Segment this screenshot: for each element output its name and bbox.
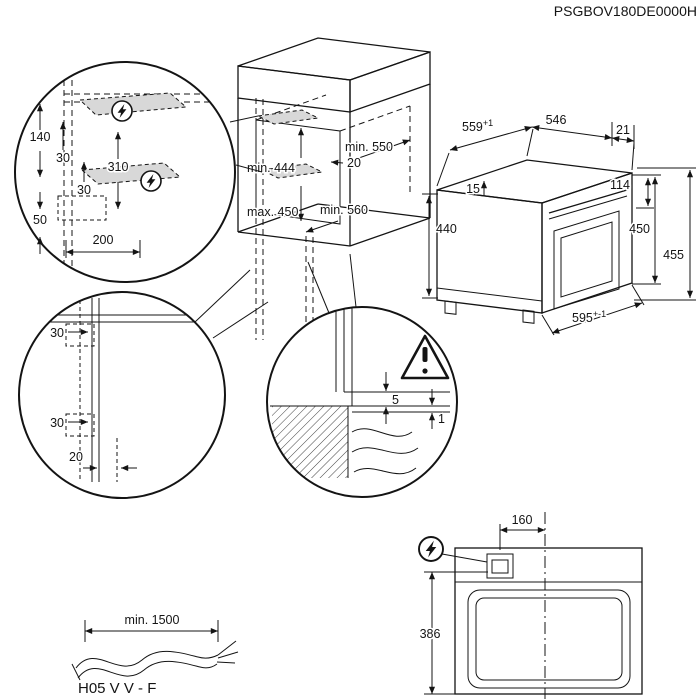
dim-30-bottom: 30 [77, 183, 91, 197]
dim-width-front: 595+-1 [572, 309, 606, 325]
dim-386: 386 [420, 627, 441, 641]
socket-zone-detail-upper [78, 92, 188, 116]
dim-base-depth: min. 560 [320, 203, 368, 217]
top-view: 160 386 [418, 512, 643, 699]
dim-140: 140 [30, 130, 51, 144]
warning-icon [400, 334, 450, 380]
wood-grain [353, 467, 417, 475]
power-cable: min. 1500 H05 V V - F [71, 612, 239, 697]
dim-edge: 21 [616, 123, 630, 137]
dim-front-height: 114 [610, 178, 630, 192]
wood-grain [351, 428, 413, 437]
dim-gap-5: 5 [392, 393, 399, 407]
dim-height-back: 440 [436, 222, 457, 236]
cord-outlet [486, 553, 514, 579]
dim-cable-length: min. 1500 [125, 613, 180, 627]
dim-310: 310 [108, 160, 129, 174]
dim-depth: 546 [546, 113, 567, 127]
dim-height-total: 455 [663, 248, 684, 262]
bracket-lower [65, 413, 95, 437]
detail-circle-corner: 30 30 20 [18, 269, 269, 499]
dim-niche-min: min. 444 [247, 161, 295, 175]
dim-depth-min: min. 550 [345, 140, 393, 154]
dim-height-right: 450 [629, 222, 650, 236]
dim-corner-20: 20 [69, 450, 83, 464]
dim-rear-gap: 20 [347, 156, 361, 170]
detail-circle-sockets: 140 30 310 30 50 200 [14, 61, 263, 283]
dim-width-top: 559+1 [462, 118, 493, 134]
dim-160: 160 [512, 513, 533, 527]
dim-200: 200 [93, 233, 114, 247]
oven-door-window [553, 210, 620, 310]
dim-gap-1: 1 [438, 412, 445, 426]
dim-30-top: 30 [56, 151, 70, 165]
dim-corner-30-bottom: 30 [50, 416, 64, 430]
socket-zone-lower [260, 163, 324, 179]
oven-foot [522, 309, 535, 324]
oven-isometric: 559+1 546 21 15 114 440 450 455 595+-1 [422, 112, 696, 336]
power-icon [418, 536, 444, 562]
outlet-box [57, 195, 107, 221]
dim-corner-30-top: 30 [50, 326, 64, 340]
dim-50: 50 [33, 213, 47, 227]
power-icon [111, 100, 133, 122]
cabinet-isometric: min. 444 max. 450 min. 550 20 min. 560 [237, 37, 431, 340]
oven-handle [548, 189, 628, 214]
cable-type-label: H05 V V - F [78, 680, 156, 697]
cable-strand [77, 660, 218, 679]
bracket-upper [65, 323, 95, 347]
power-icon [140, 170, 162, 192]
socket-zone-upper [256, 109, 320, 125]
detail-circle-gap: 5 1 [266, 253, 458, 498]
cable-strand [75, 650, 219, 669]
oven-door-face [541, 172, 633, 314]
oven-foot [444, 300, 457, 315]
dim-inset: 15 [466, 182, 480, 196]
dim-niche-max: max. 450 [247, 205, 298, 219]
wood-section-hatch [272, 406, 348, 478]
doc-code: PSGBOV180DE0000H [554, 3, 697, 19]
wood-grain [351, 447, 419, 454]
